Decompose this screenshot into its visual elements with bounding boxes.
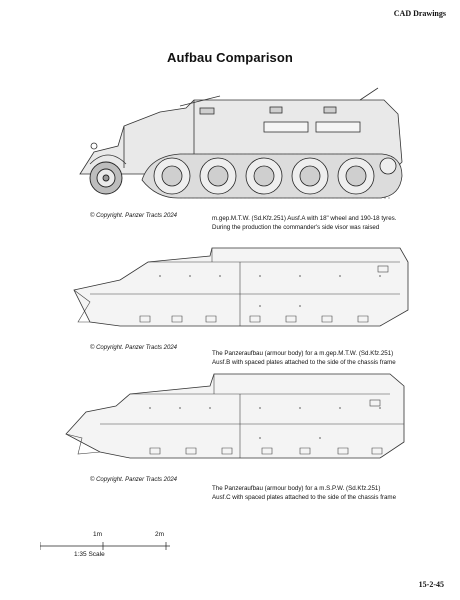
caption-line: Ausf.C with spaced plates attached to th… bbox=[212, 494, 397, 501]
scale-tick-1m: 1m bbox=[93, 531, 103, 538]
page-title: Aufbau Comparison bbox=[167, 50, 293, 65]
figure-ausf-c-drawing bbox=[60, 372, 410, 472]
caption-line: m.gep.M.T.W. (Sd.Kfz.251) Ausf.A with 18… bbox=[212, 215, 397, 222]
scale-tick-2m: 2m bbox=[155, 531, 165, 538]
copyright-note-1: © Copyright. Panzer Tracts 2024 bbox=[90, 213, 178, 219]
scale-label: 1:35 Scale bbox=[74, 551, 105, 558]
copyright-note-3: © Copyright. Panzer Tracts 2024 bbox=[90, 477, 178, 483]
figure-ausf-a-drawing bbox=[60, 86, 410, 214]
scale-bar bbox=[40, 541, 175, 551]
caption-line: Ausf.B with spaced plates attached to th… bbox=[212, 359, 396, 366]
figure-ausf-b-drawing bbox=[60, 246, 410, 338]
caption-ausf-c: The Panzeraufbau (armour body) for a m.S… bbox=[212, 484, 420, 502]
caption-ausf-a: m.gep.M.T.W. (Sd.Kfz.251) Ausf.A with 18… bbox=[212, 214, 420, 232]
caption-line: The Panzeraufbau (armour body) for a m.S… bbox=[212, 485, 381, 492]
copyright-note-2: © Copyright. Panzer Tracts 2024 bbox=[90, 345, 178, 351]
page-number: 15-2-45 bbox=[418, 580, 444, 589]
caption-line: During the production the commander's si… bbox=[212, 224, 380, 231]
caption-line: The Panzeraufbau (armour body) for a m.g… bbox=[212, 350, 394, 357]
caption-ausf-b: The Panzeraufbau (armour body) for a m.g… bbox=[212, 349, 420, 367]
section-label: CAD Drawings bbox=[393, 9, 446, 18]
